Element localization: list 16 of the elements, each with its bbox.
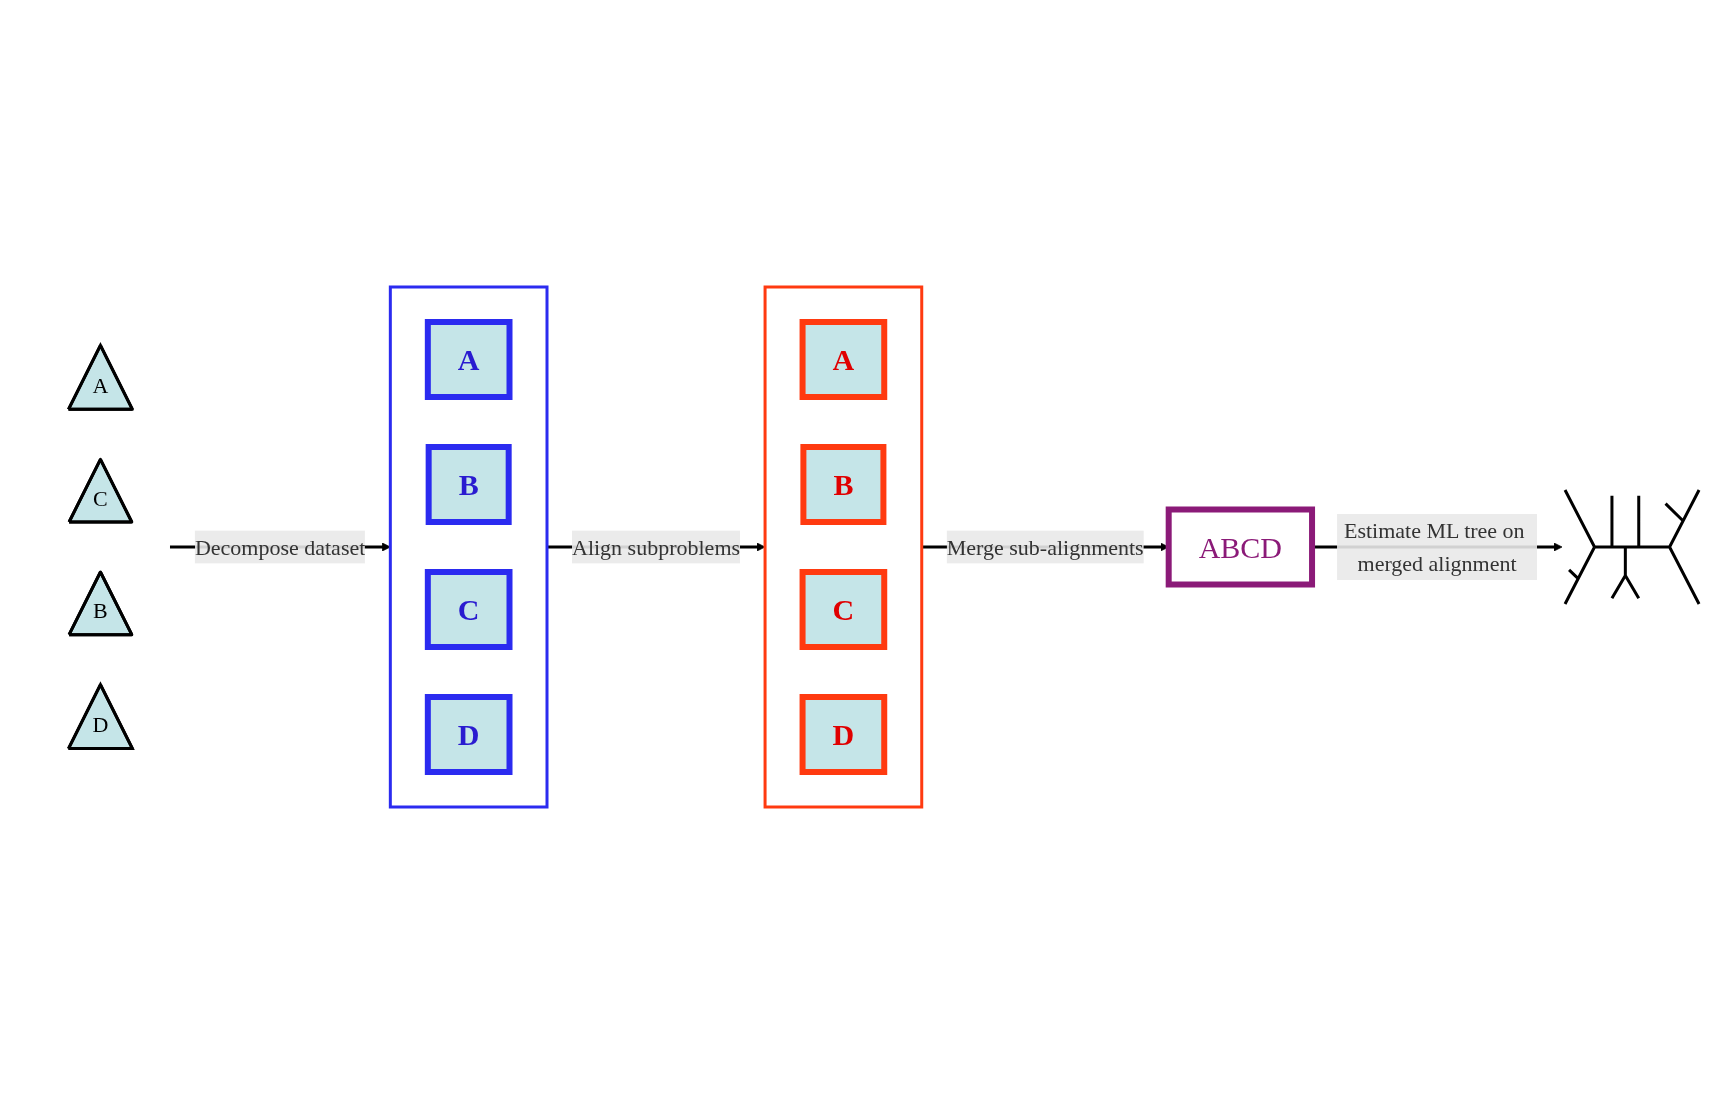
tree-drawing [1563, 488, 1701, 605]
node-box: A [799, 318, 888, 400]
cluster [763, 285, 924, 808]
edge-label: Align subproblems [571, 534, 741, 559]
cluster [388, 285, 549, 808]
edge-label: Estimate ML tree on merged alignment [1343, 517, 1525, 576]
edge-label: Merge sub-alignments [946, 534, 1144, 559]
node-box: C [799, 568, 888, 650]
node-box: A [424, 318, 513, 400]
node-box: ABCD [1165, 506, 1315, 587]
node-box: B [800, 443, 887, 525]
node-box: D [799, 693, 888, 775]
node-box: D [424, 693, 513, 775]
edge-label: Decompose dataset [194, 534, 366, 559]
node-box: B [425, 443, 512, 525]
node-box: C [424, 568, 513, 650]
